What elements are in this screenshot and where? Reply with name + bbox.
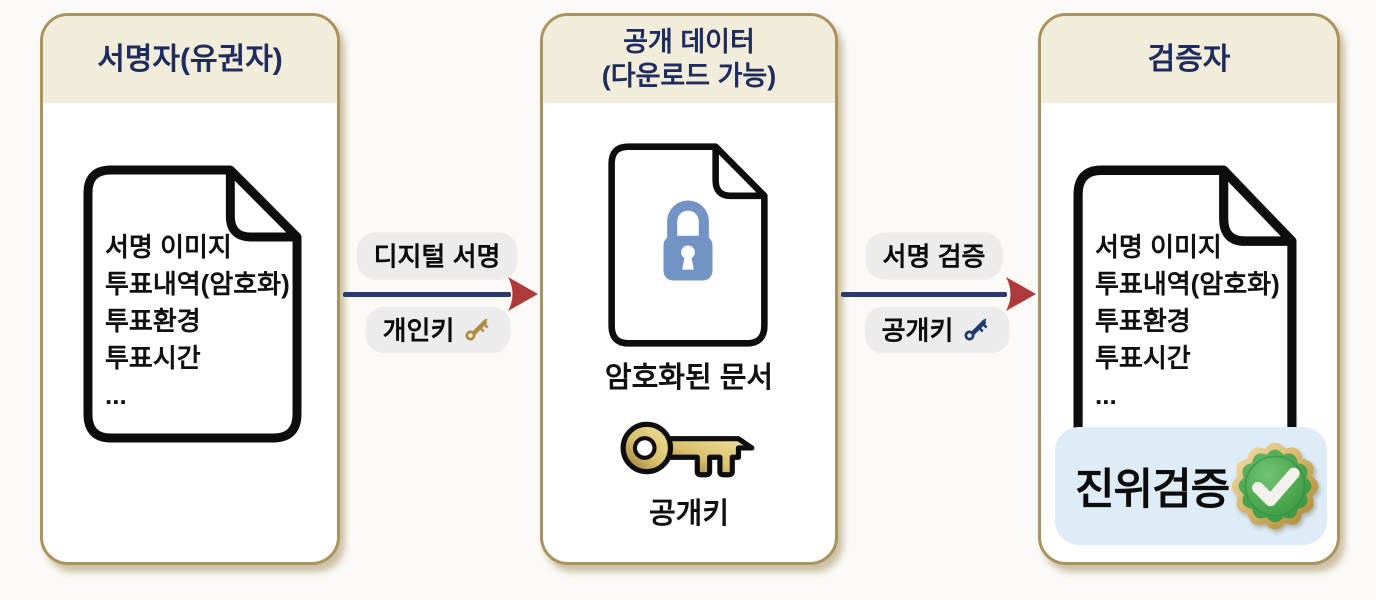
- document-field-list: 서명 이미지 투표내역(암호화) 투표환경 투표시간 ...: [1095, 229, 1280, 414]
- doc-field: 투표환경: [105, 306, 201, 336]
- lock-icon: [652, 191, 724, 295]
- doc-field: 서명 이미지: [1095, 232, 1222, 262]
- pill-text: 디지털 서명: [373, 241, 501, 272]
- encrypted-document-label: 암호화된 문서: [604, 362, 774, 394]
- pill-text: 개인키: [382, 315, 455, 346]
- doc-field-ellipsis: ...: [105, 380, 127, 410]
- navy-key-icon: [962, 314, 991, 344]
- panel-verifier: 검증자 서명 이미지 투표내역(암호화) 투표환경 투표시간 ... 진위검증: [1038, 13, 1340, 565]
- authenticity-verified-badge: 진위검증: [1055, 427, 1327, 545]
- doc-field: 투표내역(암호화): [1095, 269, 1280, 299]
- panel-public-data: 공개 데이터 (다운로드 가능) 암호화된 문서 공개키: [540, 13, 838, 565]
- panel-signer-header: 서명자(유권자): [43, 16, 337, 103]
- panel-verifier-header: 검증자: [1041, 16, 1337, 103]
- label-signature-verification: 서명 검증: [865, 232, 1003, 280]
- doc-field: 서명 이미지: [105, 232, 232, 262]
- document-icon: 서명 이미지 투표내역(암호화) 투표환경 투표시간 ...: [83, 165, 302, 443]
- panel-public-title-line1: 공개 데이터: [623, 26, 755, 57]
- document-icon: 서명 이미지 투표내역(암호화) 투표환경 투표시간 ...: [1073, 165, 1297, 459]
- arrow-verify-line: [841, 292, 1007, 297]
- doc-field: 투표시간: [1095, 343, 1191, 373]
- panel-signer: 서명자(유권자) 서명 이미지 투표내역(암호화) 투표환경 투표시간 ...: [40, 13, 340, 565]
- panel-public-data-header: 공개 데이터 (다운로드 가능): [543, 16, 835, 103]
- doc-field: 투표내역(암호화): [105, 269, 290, 299]
- seal-check-icon: [1231, 442, 1319, 530]
- arrow-sign-line: [343, 292, 511, 297]
- label-digital-signature: 디지털 서명: [356, 232, 518, 280]
- gold-key-icon: [463, 314, 492, 344]
- doc-field: 투표환경: [1095, 306, 1191, 336]
- pill-text: 서명 검증: [882, 241, 986, 272]
- panel-public-title-line2: (다운로드 가능): [601, 60, 777, 91]
- arrow-right-icon: [1006, 277, 1036, 311]
- encrypted-document-icon: [608, 143, 768, 347]
- pill-text: 공개키: [881, 315, 954, 346]
- label-public-key: 공개키: [864, 306, 1010, 354]
- public-key-label: 공개키: [648, 498, 730, 530]
- document-field-list: 서명 이미지 투표내역(암호화) 투표환경 투표시간 ...: [105, 229, 290, 414]
- arrow-right-icon: [508, 277, 538, 311]
- panel-signer-title: 서명자(유권자): [97, 42, 283, 76]
- panel-verifier-title: 검증자: [1147, 42, 1231, 76]
- gold-key-icon: [619, 418, 757, 480]
- doc-field-ellipsis: ...: [1095, 380, 1117, 410]
- doc-field: 투표시간: [105, 343, 201, 373]
- badge-label: 진위검증: [1075, 466, 1230, 514]
- label-private-key: 개인키: [365, 306, 511, 354]
